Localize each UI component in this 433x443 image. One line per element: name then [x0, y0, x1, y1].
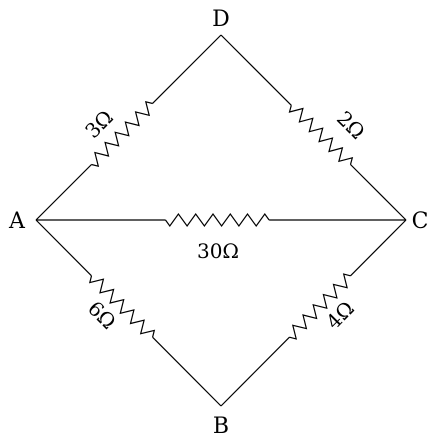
- wire-ab-start: [35, 219, 92, 277]
- resistor-bc: [289, 273, 351, 340]
- wire-ad-start: [35, 164, 92, 221]
- resistor-dc-value: 2Ω: [332, 106, 370, 144]
- resistor-ac-value: 30Ω: [197, 239, 239, 263]
- resistor-bc-value: 4Ω: [321, 296, 359, 334]
- wire-ab-end: [152, 336, 222, 407]
- wire-bc-end: [350, 219, 407, 277]
- resistor-dc: [288, 105, 354, 165]
- node-label-a: A: [8, 209, 26, 234]
- wire-layer: [35, 34, 407, 407]
- resistor-layer: [88, 100, 354, 340]
- node-label-b: B: [213, 414, 229, 439]
- wire-dc-end: [350, 164, 407, 221]
- resistor-ad-value: 3Ω: [80, 105, 118, 143]
- wire-bc-start: [220, 336, 290, 407]
- resistor-ac: [165, 212, 270, 228]
- resistor-ad: [91, 100, 153, 168]
- node-label-d: D: [212, 7, 230, 32]
- wire-dc-start: [220, 34, 292, 106]
- resistor-ab: [88, 275, 156, 338]
- wire-ad-end: [152, 34, 222, 104]
- node-label-c: C: [412, 209, 429, 234]
